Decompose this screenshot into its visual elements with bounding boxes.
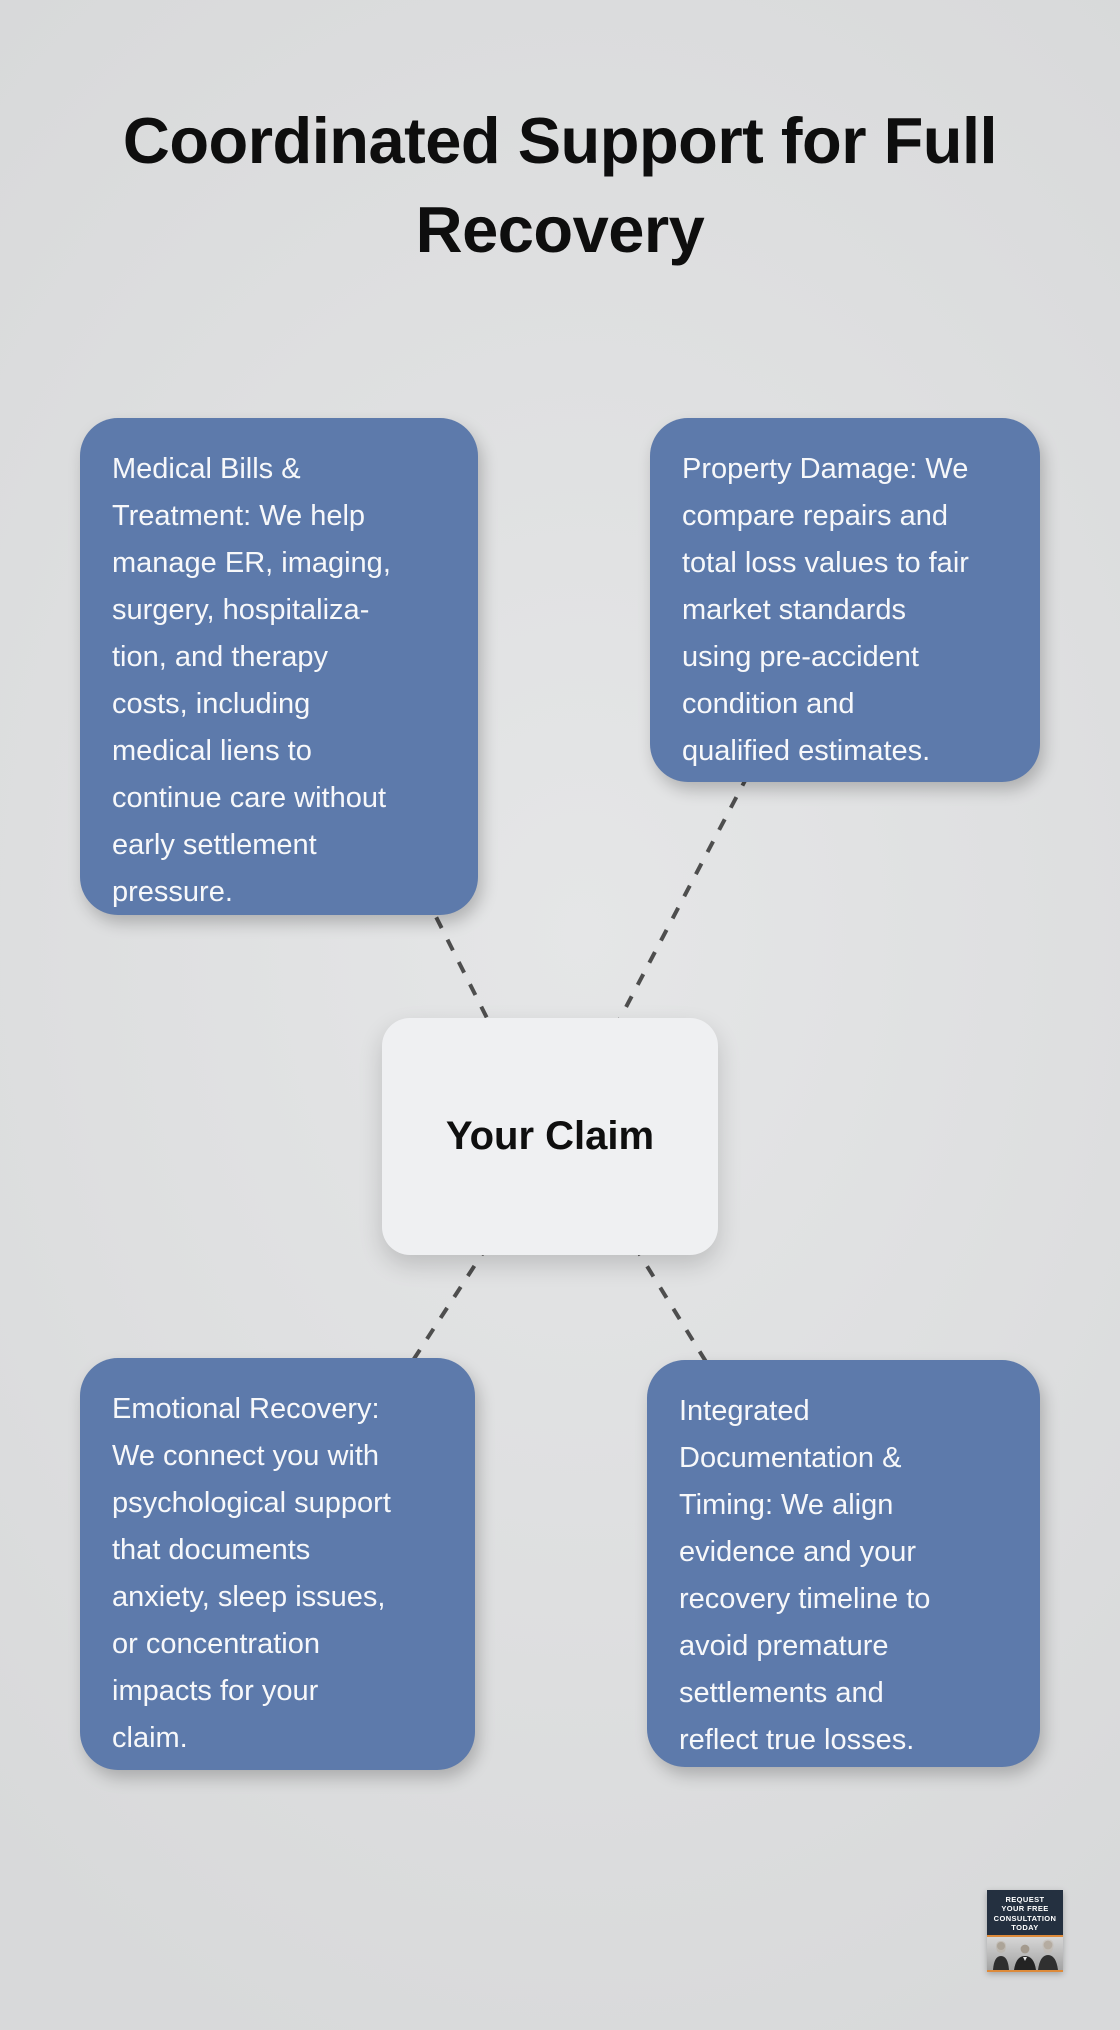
center-node-label: Your Claim	[445, 1114, 655, 1158]
consultation-badge-text: REQUEST YOUR FREE CONSULTATION TODAY	[993, 1894, 1057, 1933]
node-emotional-recovery: Emotional Recovery: We connect you with …	[80, 1358, 475, 1770]
badge-divider-bottom	[987, 1970, 1063, 1972]
badge-divider-top	[987, 1935, 1063, 1937]
node-medical-bills-treatment-text: Medical Bills & Treatment: We help manag…	[112, 453, 391, 908]
center-node-your-claim: Your Claim	[382, 1018, 718, 1255]
node-medical-bills-treatment: Medical Bills & Treatment: We help manag…	[80, 418, 478, 915]
connector-bottom-right	[632, 1243, 710, 1367]
node-integrated-documentation-timing-text: Integrated Documentation & Timing: We al…	[679, 1395, 931, 1756]
node-integrated-documentation-timing: Integrated Documentation & Timing: We al…	[647, 1360, 1040, 1767]
page-title: Coordinated Support for Full Recovery	[122, 104, 998, 266]
node-property-damage: Property Damage: We compare repairs and …	[650, 418, 1040, 782]
node-property-damage-text: Property Damage: We compare repairs and …	[682, 453, 969, 767]
attorneys-photo	[987, 1937, 1063, 1970]
connector-bottom-left	[408, 1243, 490, 1367]
consultation-badge[interactable]: REQUEST YOUR FREE CONSULTATION TODAY	[987, 1890, 1063, 1972]
node-emotional-recovery-text: Emotional Recovery: We connect you with …	[112, 1393, 391, 1754]
connector-top-right	[613, 774, 750, 1029]
